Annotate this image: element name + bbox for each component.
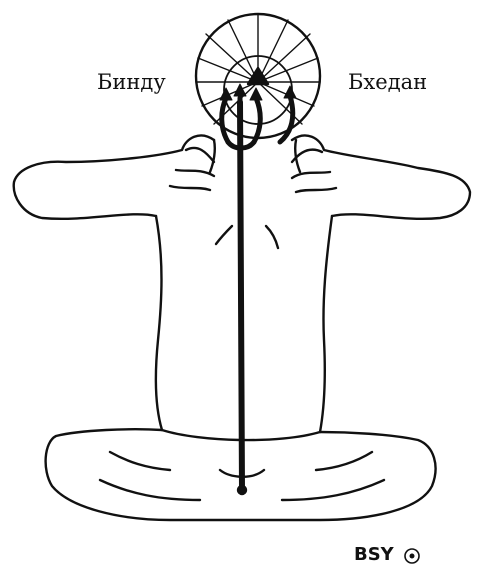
left-arm bbox=[14, 135, 214, 218]
shoulder-blade-left bbox=[216, 226, 232, 244]
torso-left bbox=[156, 216, 162, 430]
spine-base bbox=[238, 486, 246, 494]
bhedan-label: Бхедан bbox=[348, 72, 427, 93]
leg-fold-right bbox=[282, 452, 384, 500]
right-arm bbox=[292, 135, 470, 218]
neck bbox=[210, 140, 300, 172]
bindu-label: Бинду bbox=[97, 72, 166, 93]
spine-line bbox=[240, 102, 242, 490]
leg-fold-left bbox=[100, 452, 200, 500]
left-hand-lines bbox=[170, 148, 214, 190]
bsy-logo: BSY bbox=[354, 544, 419, 565]
torso-right bbox=[320, 216, 332, 432]
svg-text:BSY: BSY bbox=[354, 544, 395, 565]
shoulder-blade-right bbox=[266, 226, 278, 248]
